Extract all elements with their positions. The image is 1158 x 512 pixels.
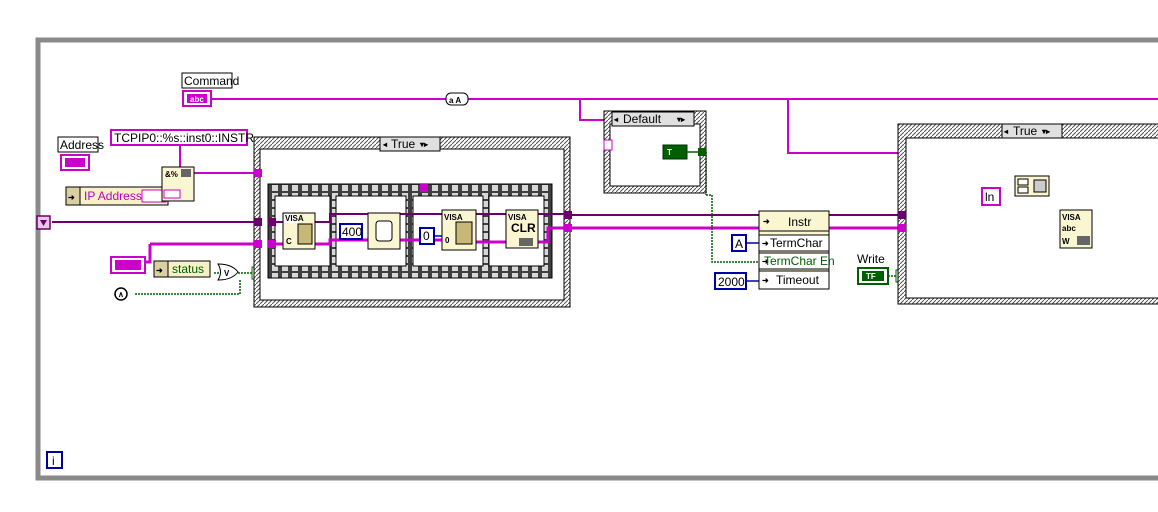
svg-text:▾▸: ▾▸ bbox=[1041, 127, 1051, 136]
resource-format-constant[interactable]: TCPIP0::%s::inst0::INSTR bbox=[110, 129, 254, 146]
case-selector-true[interactable]: ◂ True ▾▸ bbox=[379, 136, 441, 152]
visa-open-visa-text: VISA bbox=[285, 214, 304, 223]
write-control[interactable]: Write TF bbox=[857, 252, 905, 285]
svg-text:∧: ∧ bbox=[118, 290, 124, 299]
wait-ms-node[interactable] bbox=[367, 212, 401, 250]
visa-clr-node[interactable]: VISA CLR bbox=[505, 209, 539, 249]
svg-text:◂: ◂ bbox=[613, 115, 619, 124]
bundle-title: Instr bbox=[788, 215, 811, 229]
iteration-label: i bbox=[52, 454, 55, 468]
svg-text:0: 0 bbox=[445, 236, 450, 245]
concatenate-string-node[interactable]: a A bbox=[445, 92, 469, 106]
svg-text:➜: ➜ bbox=[762, 276, 769, 285]
svg-text:▾▸: ▾▸ bbox=[676, 115, 686, 124]
field-termchar: TermChar bbox=[770, 236, 823, 250]
error-in-control[interactable] bbox=[110, 256, 146, 274]
arrow-icon: ➜ bbox=[156, 266, 163, 275]
visa-clr-visa-text: VISA bbox=[508, 213, 527, 222]
svg-text:➜: ➜ bbox=[762, 239, 769, 248]
command-label: Command bbox=[184, 74, 239, 88]
arrow-icon: ➜ bbox=[68, 193, 75, 202]
string-type-icon: abc bbox=[190, 95, 204, 104]
concatenate-strings-node[interactable] bbox=[1014, 175, 1050, 197]
bundle-icon: ➜ bbox=[763, 217, 770, 226]
true-constant-text: T bbox=[667, 148, 672, 157]
status-label: status bbox=[172, 262, 204, 276]
timeout-constant[interactable]: 2000 bbox=[714, 272, 747, 290]
svg-text:➜: ➜ bbox=[762, 257, 769, 266]
resource-format-text: TCPIP0::%s::inst0::INSTR bbox=[114, 131, 254, 145]
while-loop-frame bbox=[35, 37, 1158, 481]
clr-label: CLR bbox=[511, 221, 536, 235]
svg-text:◂: ◂ bbox=[382, 140, 388, 149]
write-label: Write bbox=[857, 252, 885, 266]
field-termchar-en: TermChar En bbox=[764, 254, 835, 268]
default-selector-label: Default bbox=[623, 112, 662, 126]
ip-address-property-node[interactable]: ➜ IP Address bbox=[65, 186, 169, 206]
visa-flush-visa-text: VISA bbox=[444, 213, 463, 222]
svg-text:▾▸: ▾▸ bbox=[419, 140, 429, 149]
clear-input-value: 0 bbox=[423, 229, 430, 243]
svg-text:V: V bbox=[224, 269, 230, 278]
true-constant[interactable]: T bbox=[662, 144, 688, 160]
address-label: Address bbox=[60, 138, 104, 152]
command-control[interactable]: Command abc bbox=[181, 72, 239, 107]
write-selector-label: True bbox=[1013, 124, 1038, 138]
svg-text:C: C bbox=[286, 237, 292, 246]
case-selector-write[interactable]: ◂ True ▾▸ bbox=[1001, 123, 1063, 139]
svg-text:a A: a A bbox=[449, 96, 461, 105]
field-timeout: Timeout bbox=[776, 273, 820, 287]
dropdown-arrow-icon bbox=[40, 220, 47, 226]
write-type-icon: TF bbox=[866, 272, 876, 281]
first-call-node[interactable]: ∧ bbox=[114, 287, 128, 301]
address-control[interactable]: Address bbox=[57, 136, 104, 171]
format-into-string-node[interactable]: &% bbox=[161, 166, 195, 202]
clear-input-constant[interactable]: 0 bbox=[419, 227, 435, 245]
visa-resource-input[interactable] bbox=[36, 215, 51, 230]
visa-write-node[interactable]: VISA abc W bbox=[1059, 209, 1093, 249]
svg-text:◂: ◂ bbox=[1003, 127, 1009, 136]
line-ending-constant[interactable]: ln bbox=[981, 187, 1001, 206]
instr-bundle-node[interactable]: ➜ Instr ➜ TermChar ➜ TermChar En ➜ Timeo… bbox=[758, 210, 835, 290]
case-selector-default[interactable]: ◂ Default ▾▸ bbox=[611, 111, 695, 127]
case-selector-label: True bbox=[391, 137, 416, 151]
case-structure-write: ◂ True ▾▸ bbox=[897, 123, 1158, 305]
format-icon: &% bbox=[165, 170, 178, 179]
termchar-constant[interactable]: A bbox=[731, 234, 747, 252]
timeout-value: 2000 bbox=[718, 275, 745, 289]
visa-write-visa-text: VISA bbox=[1062, 213, 1081, 222]
ip-address-label: IP Address bbox=[84, 189, 142, 203]
line-ending-value: ln bbox=[985, 190, 994, 204]
visa-open-node[interactable]: VISA C bbox=[282, 212, 316, 250]
iteration-terminal: i bbox=[46, 451, 63, 469]
svg-text:W: W bbox=[1062, 237, 1070, 246]
termchar-value: A bbox=[735, 237, 743, 251]
wait-ms-value: 400 bbox=[342, 225, 362, 239]
status-unbundle-node[interactable]: ➜ status bbox=[153, 260, 211, 278]
wait-ms-constant[interactable]: 400 bbox=[339, 223, 363, 240]
clock-icon bbox=[375, 220, 393, 242]
visa-flush-node[interactable]: VISA 0 bbox=[441, 209, 477, 251]
flat-sequence bbox=[267, 183, 553, 279]
svg-text:abc: abc bbox=[1062, 224, 1076, 233]
